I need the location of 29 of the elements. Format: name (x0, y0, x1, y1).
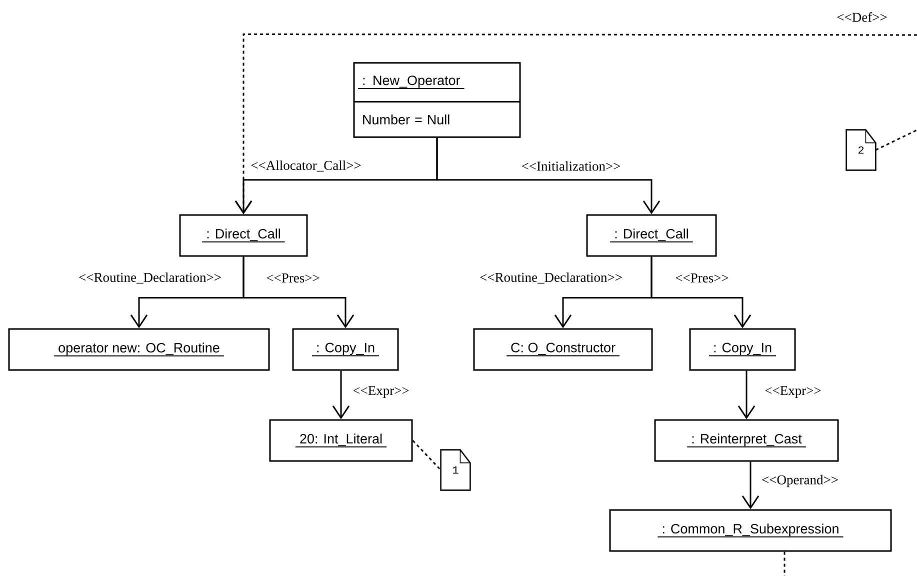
connector-line (784, 552, 786, 576)
edge-label: <<Pres>> (674, 272, 730, 284)
arrow (332, 370, 350, 420)
arrow (242, 256, 354, 328)
object-box: operator new: OC_Routine (8, 328, 270, 371)
edge-label: <<Def>> (836, 11, 888, 23)
object-box: : Copy_In (292, 328, 399, 371)
object-box: : Direct_Call (586, 214, 717, 257)
edge-label: <<Pres>> (265, 272, 321, 284)
arrow (742, 462, 760, 510)
edge-label: <<Routine_Declaration>> (478, 271, 624, 285)
object-box: 20: Int_Literal (269, 419, 413, 462)
edge-label: <<Operand>> (760, 474, 840, 488)
connector-line (875, 129, 917, 151)
object-box: : Copy_In (689, 328, 796, 371)
object-box: : Reinterpret_Cast (654, 419, 839, 462)
connector-line (412, 440, 442, 471)
edge-label: <<Initialization>> (520, 160, 622, 172)
arrow (650, 256, 752, 328)
arrow (436, 138, 660, 214)
edge-label: <<Routine_Declaration>> (78, 271, 222, 285)
object-box: : New_Operator Number = Null (353, 62, 521, 138)
object-box: : Common_R_Subexpression (609, 509, 892, 552)
edge-label: <<Expr>> (764, 385, 822, 399)
object-box: : Direct_Call (179, 214, 308, 257)
edge-label: <<Allocator_Call>> (250, 159, 362, 173)
edge-label: <<Expr>> (352, 385, 410, 399)
arrow (738, 370, 756, 420)
object-box: C: O_Constructor (473, 328, 653, 371)
